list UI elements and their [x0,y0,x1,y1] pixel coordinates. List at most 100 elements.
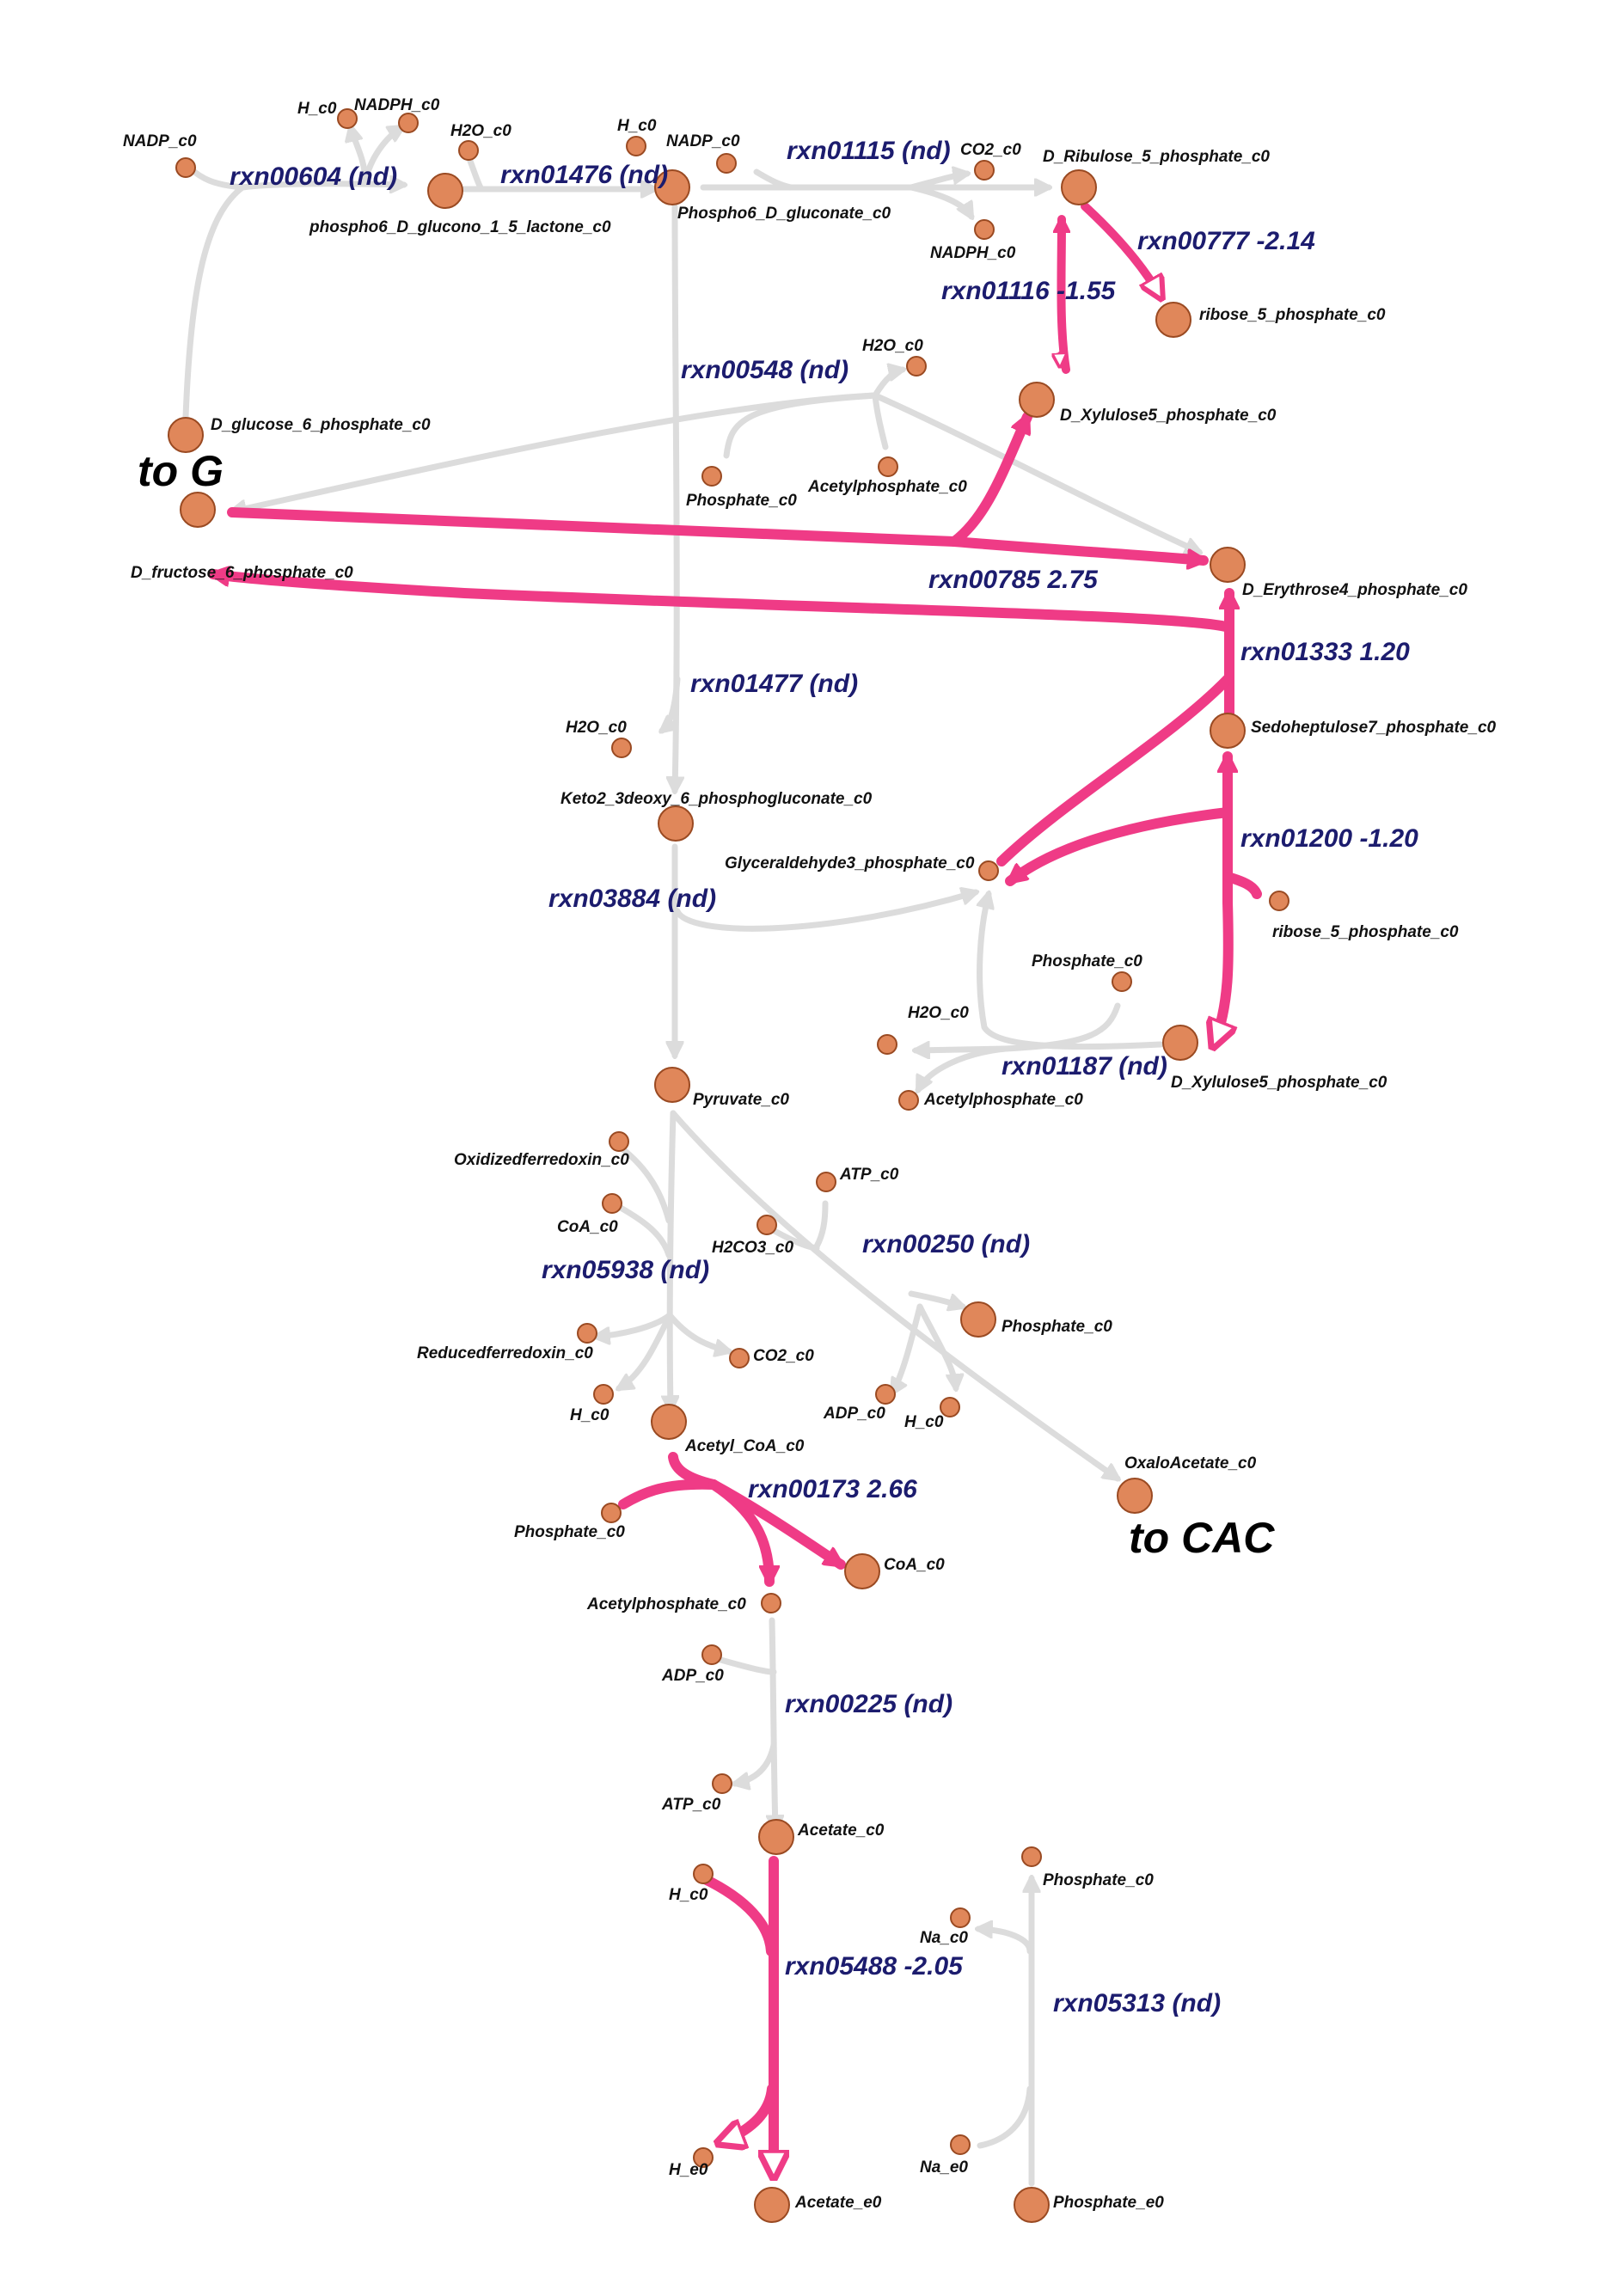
rxn-label-rxn00225[interactable]: rxn00225 (nd) [785,1690,953,1718]
rxn-label-rxn01476[interactable]: rxn01476 (nd) [500,161,668,189]
node-oaa[interactable] [1117,1478,1153,1514]
edge-rxn05313-na-e [977,2085,1033,2149]
node-h-4[interactable] [940,1397,960,1417]
rxn-label-rxn00173[interactable]: rxn00173 2.66 [748,1475,917,1503]
node-fdred[interactable] [577,1323,597,1344]
node-nadph-2[interactable] [974,219,995,240]
inactive-edges [182,127,1199,2187]
node-nadph-1[interactable] [398,113,419,133]
edge-rxn05488-h-e [720,2084,777,2142]
rxn-label-rxn03884[interactable]: rxn03884 (nd) [548,885,716,913]
label-g6p: D_glucose_6_phosphate_c0 [211,416,431,434]
label-adp-1: ADP_c0 [823,1405,885,1423]
rxn-label-rxn05313[interactable]: rxn05313 (nd) [1053,1989,1221,2017]
rxn-label-rxn01115[interactable]: rxn01115 (nd) [787,137,951,165]
node-pi-2[interactable] [1112,971,1132,992]
node-pyr[interactable] [654,1067,690,1103]
node-accoa[interactable] [651,1404,687,1440]
edge-rxn00225-atp [735,1742,777,1784]
node-pgl[interactable] [427,173,463,209]
node-x5p-1[interactable] [1019,382,1055,418]
rxn-label-rxn01200[interactable]: rxn01200 -1.20 [1240,824,1418,853]
node-kdpg[interactable] [658,805,694,842]
node-h-3[interactable] [593,1384,614,1405]
node-h2co3[interactable] [756,1215,777,1235]
reaction-labels: rxn00604 (nd) rxn01476 (nd) rxn01115 (nd… [230,137,1418,2017]
node-pi-3[interactable] [960,1301,996,1338]
node-adp-2[interactable] [701,1644,722,1665]
edge-rxn00604-main [182,184,404,420]
node-r5p-2[interactable] [1269,891,1289,911]
node-h-2[interactable] [626,136,646,156]
label-x5p-2: D_Xylulose5_phosphate_c0 [1171,1074,1387,1092]
label-nadp-1: NADP_c0 [123,132,197,150]
label-na-c: Na_c0 [920,1929,968,1947]
node-ru5p[interactable] [1061,169,1097,205]
node-acp-1[interactable] [878,456,898,477]
node-h2o-3[interactable] [611,738,632,758]
node-atp-1[interactable] [816,1172,836,1192]
node-ac[interactable] [758,1819,794,1855]
node-f6p[interactable] [180,492,216,528]
label-fdred: Reducedferredoxin_c0 [417,1344,593,1362]
rxn-label-rxn05938[interactable]: rxn05938 (nd) [542,1256,709,1284]
label-h-5: H_c0 [669,1886,708,1904]
label-x5p-1: D_Xylulose5_phosphate_c0 [1060,407,1277,425]
node-na-e[interactable] [950,2134,971,2155]
node-h2o-2[interactable] [906,356,927,377]
label-pi-2: Phosphate_c0 [1032,952,1142,970]
rxn-label-rxn05488[interactable]: rxn05488 -2.05 [785,1952,964,1981]
edge-rxn00250-pi [908,1290,963,1307]
node-g3p[interactable] [978,860,999,881]
label-fdox: Oxidizedferredoxin_c0 [454,1151,629,1169]
rxn-label-rxn01187[interactable]: rxn01187 (nd) [1002,1052,1167,1081]
node-h2o-4[interactable] [877,1034,897,1055]
node-atp-2[interactable] [712,1773,732,1794]
node-s7p[interactable] [1210,713,1246,749]
edge-rxn05488-h [698,1873,776,1956]
node-co2-1[interactable] [974,160,995,181]
rxn-label-rxn01116[interactable]: rxn01116 -1.55 [941,277,1117,305]
rxn-label-rxn00250[interactable]: rxn00250 (nd) [862,1230,1030,1258]
label-r5p-1: ribose_5_phosphate_c0 [1199,306,1386,324]
node-pi-5[interactable] [1021,1846,1042,1867]
edge-rxn00548-pi [723,392,879,459]
node-adp-1[interactable] [875,1384,896,1405]
rxn-label-rxn01477[interactable]: rxn01477 (nd) [690,670,858,698]
metabolite-nodes [168,108,1289,2223]
node-h2o-1[interactable] [458,140,479,161]
rxn-label-rxn00604[interactable]: rxn00604 (nd) [230,162,397,191]
node-coa-2[interactable] [844,1553,880,1589]
rxn-label-rxn00785[interactable]: rxn00785 2.75 [928,566,1099,594]
node-g6p[interactable] [168,417,204,453]
node-co2-2[interactable] [729,1348,750,1368]
label-acp-1: Acetylphosphate_c0 [807,478,967,496]
label-nadph-1: NADPH_c0 [354,96,440,114]
node-pi-1[interactable] [701,466,722,487]
rxn-label-rxn01333[interactable]: rxn01333 1.20 [1240,638,1410,666]
label-coa-1: CoA_c0 [557,1218,618,1236]
node-pi-e[interactable] [1014,2187,1050,2223]
node-h-e[interactable] [693,2147,714,2168]
node-e4p[interactable] [1210,547,1246,583]
node-nadp-1[interactable] [175,157,196,178]
node-ac-e[interactable] [754,2187,790,2223]
label-acp-3: Acetylphosphate_c0 [586,1595,746,1613]
node-p6g[interactable] [654,169,690,205]
node-na-c[interactable] [950,1907,971,1928]
label-s7p: Sedoheptulose7_phosphate_c0 [1251,719,1497,737]
node-coa-1[interactable] [602,1193,622,1214]
node-h-1[interactable] [337,108,358,129]
node-fdox[interactable] [609,1131,629,1152]
node-nadp-2[interactable] [716,153,737,174]
rxn-label-rxn00777[interactable]: rxn00777 -2.14 [1137,227,1315,255]
node-r5p-1[interactable] [1155,302,1191,338]
edge-rxn00785-f6p [227,507,959,547]
node-x5p-2[interactable] [1162,1025,1198,1061]
node-h-5[interactable] [693,1864,714,1884]
node-pi-4[interactable] [601,1503,622,1523]
rxn-label-rxn00548[interactable]: rxn00548 (nd) [681,356,848,384]
node-acp-2[interactable] [898,1090,919,1111]
node-acp-3[interactable] [761,1593,781,1613]
